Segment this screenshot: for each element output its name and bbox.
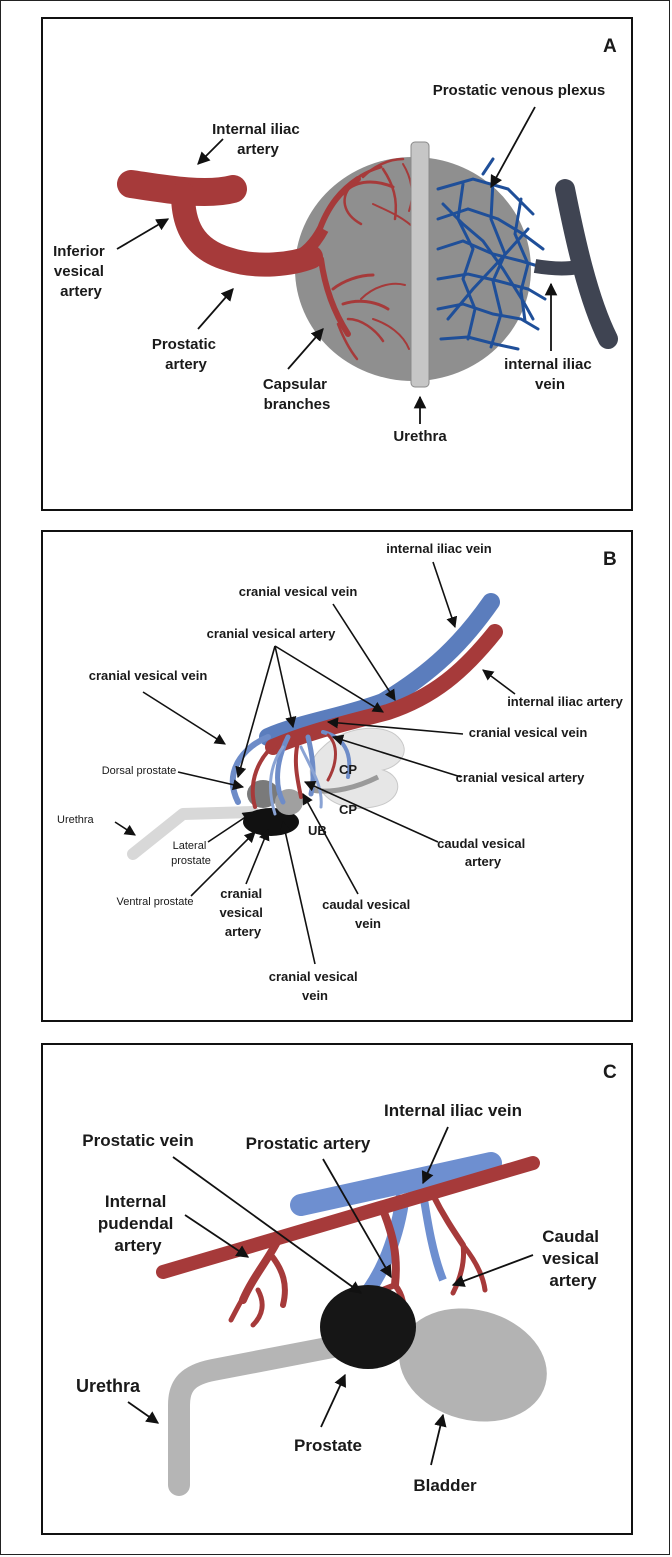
panel-b-letter: B (603, 549, 617, 570)
arrow-a-prostatic-venous-plexus (490, 106, 536, 189)
arrow-a-inferior-vesical-artery (116, 218, 170, 250)
internal-iliac-vein-trunk (555, 179, 618, 349)
arrow-b-urethra (114, 821, 136, 836)
label-a-urethra: Urethra (393, 428, 447, 445)
label-b-cranial-vesical-vein-left: cranial vesical vein (89, 668, 208, 683)
panel-b-diagram: B internal iliac vein cranial vesical ve… (57, 541, 624, 1003)
urethra-tube (168, 1334, 354, 1496)
label-c-prostatic-vein: Prostatic vein (82, 1131, 194, 1150)
arrow-c-prostatic-vein (172, 1156, 363, 1294)
label-b-cp-lower: CP (339, 802, 357, 817)
label-a-internal-iliac-artery: Internal iliac artery (212, 121, 304, 158)
arrow-c-internal-iliac-vein (421, 1126, 449, 1185)
label-b-urethra: Urethra (57, 814, 95, 826)
label-b-cranial-vesical-vein-bottom: cranial vesical vein (269, 969, 362, 1003)
label-b-caudal-vesical-vein: caudal vesical vein (322, 897, 414, 931)
arrow-b-caudal-vesical-artery (303, 781, 439, 843)
label-a-prostatic-venous-plexus: Prostatic venous plexus (433, 82, 606, 99)
label-a-inferior-vesical-artery: Inferior vesical artery (53, 243, 109, 300)
bladder-shape (309, 727, 405, 809)
arrow-c-urethra (127, 1401, 160, 1424)
label-c-internal-pudendal-artery: Internal pudendal artery (98, 1192, 178, 1255)
prostatic-venous-plexus-vessels (436, 157, 550, 351)
arrow-b-cranial-vesical-vein-bottom (279, 820, 316, 965)
label-b-cranial-vesical-artery-bottom: cranial vesical artery (220, 886, 267, 939)
label-a-capsular-branches: Capsular branches (263, 376, 331, 413)
label-b-cranial-vesical-vein-top: cranial vesical vein (239, 584, 358, 599)
label-c-urethra: Urethra (76, 1376, 141, 1396)
arrow-c-caudal-vesical-artery (451, 1254, 534, 1287)
arrow-a-prostatic-artery (197, 288, 234, 330)
arrow-b-cva-top-1 (235, 645, 276, 779)
internal-iliac-vein-vessel (290, 1152, 502, 1216)
panel-c: C Internal iliac vein Prostatic vein Pro… (41, 1043, 633, 1535)
internal-iliac-vein-branch (533, 259, 580, 276)
arrow-b-cranial-vesical-vein-top (332, 603, 396, 701)
panel-b: B internal iliac vein cranial vesical ve… (41, 530, 633, 1022)
arrow-b-caudal-vesical-vein (302, 793, 359, 895)
label-a-internal-iliac-vein: internal iliac vein (504, 356, 596, 393)
arrow-b-dorsal-prostate (177, 771, 245, 791)
label-b-cranial-vesical-vein-right: cranial vesical vein (469, 725, 588, 740)
arrow-b-cranial-vesical-artery-right (331, 734, 462, 778)
panel-a: A Internal iliac artery Prostatic venous… (41, 17, 633, 511)
label-b-dorsal-prostate: Dorsal prostate (102, 765, 177, 777)
inferior-vesical-artery-vessel (171, 182, 323, 277)
label-b-ventral-prostate: Ventral prostate (116, 896, 193, 908)
label-b-caudal-vesical-artery: caudal vesical artery (437, 836, 529, 869)
arrow-c-prostatic-artery (322, 1158, 392, 1279)
arrow-c-prostate (320, 1373, 346, 1428)
panel-a-letter: A (603, 36, 617, 57)
label-c-bladder: Bladder (413, 1476, 477, 1495)
internal-iliac-vein-vessel (259, 593, 500, 746)
label-a-prostatic-artery: Prostatic artery (152, 336, 220, 373)
label-b-internal-iliac-vein: internal iliac vein (386, 541, 492, 556)
prostatic-vein-branch (419, 1192, 447, 1282)
arrow-b-cranial-vesical-vein-left (142, 691, 226, 745)
panel-c-diagram: C Internal iliac vein Prostatic vein Pro… (76, 1062, 617, 1496)
arrow-b-cva-top-3 (274, 645, 384, 713)
label-b-internal-iliac-artery: internal iliac artery (507, 694, 623, 709)
arrow-b-cva-top-2 (274, 645, 297, 729)
label-c-prostate: Prostate (294, 1436, 362, 1455)
panel-a-diagram: A Internal iliac artery Prostatic venous… (53, 36, 618, 445)
urethra-shape (127, 806, 259, 860)
label-b-cp-upper: CP (339, 762, 357, 777)
internal-iliac-artery-vessel (265, 624, 503, 755)
panel-c-letter: C (603, 1062, 617, 1083)
label-c-prostatic-artery: Prostatic artery (246, 1134, 371, 1153)
label-b-cranial-vesical-artery-right: cranial vesical artery (456, 770, 585, 785)
label-b-ub: UB (308, 823, 327, 838)
urethra-bar (410, 141, 430, 388)
bladder-shape (399, 1308, 547, 1422)
prostate-shape (320, 1285, 416, 1369)
arrow-b-cranial-vesical-vein-right (326, 717, 464, 735)
internal-pudendal-artery-vessel (156, 1156, 540, 1279)
arrow-c-internal-pudendal-artery (184, 1214, 250, 1258)
label-b-cranial-vesical-artery-top: cranial vesical artery (207, 626, 336, 641)
cp-shape (310, 774, 380, 794)
arrow-b-internal-iliac-artery (482, 669, 516, 695)
arrow-a-internal-iliac-artery (197, 138, 224, 165)
arrow-b-internal-iliac-vein (432, 561, 458, 629)
arrow-b-cranial-vesical-artery-bottom (245, 828, 270, 885)
label-b-lateral-prostate: Lateral prostate (171, 840, 211, 867)
arrow-c-bladder (430, 1413, 447, 1466)
arrow-b-ventral-prostate (190, 831, 256, 897)
arrow-b-lateral-prostate (207, 811, 254, 843)
label-c-caudal-vesical-artery: Caudal vesical artery (542, 1227, 603, 1290)
label-c-internal-iliac-vein: Internal iliac vein (384, 1101, 522, 1120)
arrow-a-capsular-branches (287, 328, 324, 370)
